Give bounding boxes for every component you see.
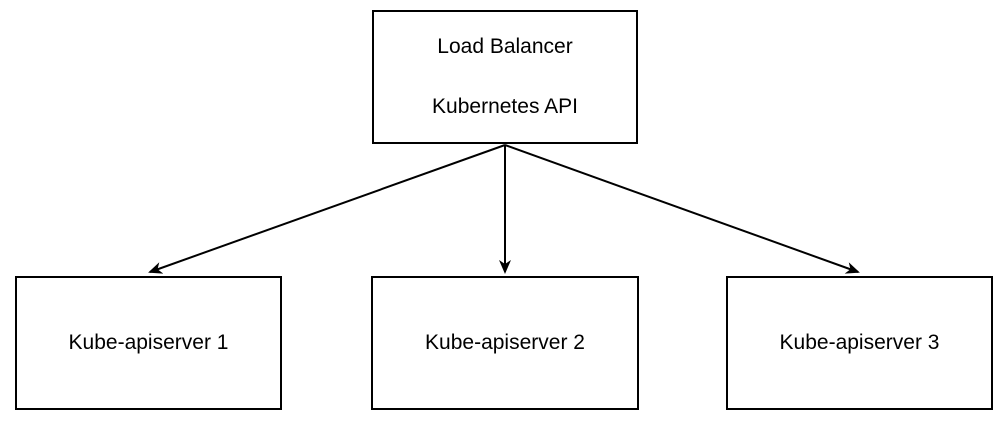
edge-lb-to-apiserver-3 [504,144,860,274]
kube-apiserver-1-node: Kube-apiserver 1 [15,276,282,410]
load-balancer-label-line-1: Load Balancer [437,35,573,58]
kube-apiserver-2-label: Kube-apiserver 2 [425,331,585,354]
load-balancer-label-line-2: Kubernetes API [432,95,578,118]
kube-apiserver-2-node: Kube-apiserver 2 [371,276,639,410]
load-balancer-label: Load Balancer Kubernetes API [432,2,578,152]
kube-apiserver-3-node: Kube-apiserver 3 [726,276,993,410]
kube-apiserver-3-label: Kube-apiserver 3 [779,331,940,354]
edge-lb-to-apiserver-1 [148,144,506,274]
kube-apiserver-1-label: Kube-apiserver 1 [68,331,229,354]
load-balancer-node: Load Balancer Kubernetes API [372,10,638,144]
